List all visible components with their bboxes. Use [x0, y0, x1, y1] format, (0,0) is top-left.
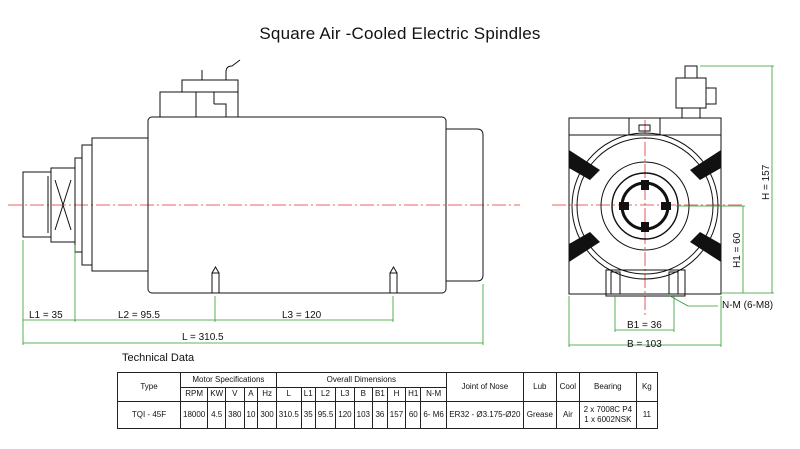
header-motor-specifications: Motor Specifications [180, 372, 277, 388]
col-kw: KW [207, 386, 227, 402]
header-bearing: Bearing [578, 372, 637, 402]
cell-bearing: 2 x 7008C P4 1 x 6002NSK [578, 401, 637, 429]
cell-joint: ER32 - Ø3.175-Ø20 [445, 401, 524, 429]
col-h: H [386, 386, 407, 402]
cell-b: 103 [353, 401, 374, 429]
front-dimension-lines [568, 65, 774, 347]
cell-v: 380 [225, 401, 245, 429]
cell-h1: 60 [405, 401, 422, 429]
cell-b1: 36 [372, 401, 388, 429]
header-overall-dimensions: Overall Dimensions [275, 372, 447, 388]
cell-type: TQI - 45F [117, 401, 181, 429]
col-b1: B1 [372, 386, 388, 402]
technical-data-table: Type Motor Specifications Overall Dimens… [117, 372, 658, 429]
junction-box [159, 79, 239, 117]
side-dimension-lines [22, 240, 484, 345]
cell-hz: 300 [257, 401, 277, 429]
cell-kw: 4.5 [207, 401, 227, 429]
header-kg: Kg [635, 372, 658, 402]
col-l: L [275, 386, 302, 402]
cell-l3: 120 [335, 401, 355, 429]
mount-hole-front-left [610, 271, 621, 295]
cell-h: 157 [386, 401, 407, 429]
page-title: Square Air -Cooled Electric Spindles [259, 24, 541, 43]
corner-wedges [569, 150, 721, 262]
nose-collet [22, 171, 52, 238]
col-l1: L1 [300, 386, 316, 402]
bottom-foot [605, 269, 686, 297]
dim-nm-label: N-M (6-M8) [722, 300, 773, 311]
side-view [22, 59, 484, 294]
cell-l2: 95.5 [314, 401, 337, 429]
col-hz: Hz [257, 386, 277, 402]
cell-cool: Air [555, 401, 580, 429]
front-plate [91, 137, 149, 272]
header-cool: Cool [555, 372, 580, 402]
bearing-line-2: 1 x 6002NSK [584, 415, 632, 424]
dim-l3-label: L3 = 120 [282, 310, 322, 321]
col-l3: L3 [335, 386, 355, 402]
cell-l1: 35 [300, 401, 316, 429]
dim-h1-label: H1 = 60 [732, 232, 743, 268]
top-clamp [628, 117, 661, 136]
spindle-body [147, 116, 447, 294]
dim-h-label: H = 157 [761, 164, 772, 200]
dim-l2-label: L2 = 95.5 [118, 310, 160, 321]
dim-b1-label: B1 = 36 [627, 320, 662, 331]
cell-lub: Grease [522, 401, 557, 429]
header-lub: Lub [522, 372, 557, 402]
mount-hole-front-right [668, 271, 679, 295]
col-b: B [353, 386, 374, 402]
dim-l1-label: L1 = 35 [29, 310, 63, 321]
header-type: Type [117, 372, 181, 402]
col-nm: N-M [420, 386, 447, 402]
table-row: TQI - 45F 18000 4.5 380 10 300 310.5 35 … [117, 401, 658, 429]
cell-kg: 11 [635, 401, 658, 429]
connector [675, 77, 707, 109]
cell-a: 10 [243, 401, 259, 429]
cable [225, 59, 241, 80]
dim-l-label: L = 310.5 [182, 332, 224, 343]
col-a: A [243, 386, 259, 402]
col-l2: L2 [314, 386, 337, 402]
mount-hole-left [211, 272, 220, 294]
bearing-line-1: 2 x 7008C P4 [583, 405, 633, 414]
shaft-keys [619, 180, 671, 232]
rear-cap [446, 128, 484, 282]
col-v: V [225, 386, 245, 402]
mount-hole-right [389, 272, 398, 294]
col-h1: H1 [405, 386, 422, 402]
dim-b-label: B = 103 [627, 339, 662, 350]
technical-data-caption: Technical Data [122, 352, 195, 364]
cell-rpm: 18000 [179, 401, 209, 429]
col-rpm: RPM [179, 386, 209, 402]
header-joint-of-nose: Joint of Nose [445, 372, 524, 402]
cell-l: 310.5 [275, 401, 302, 429]
cell-nm: 6- M6 [420, 401, 447, 429]
